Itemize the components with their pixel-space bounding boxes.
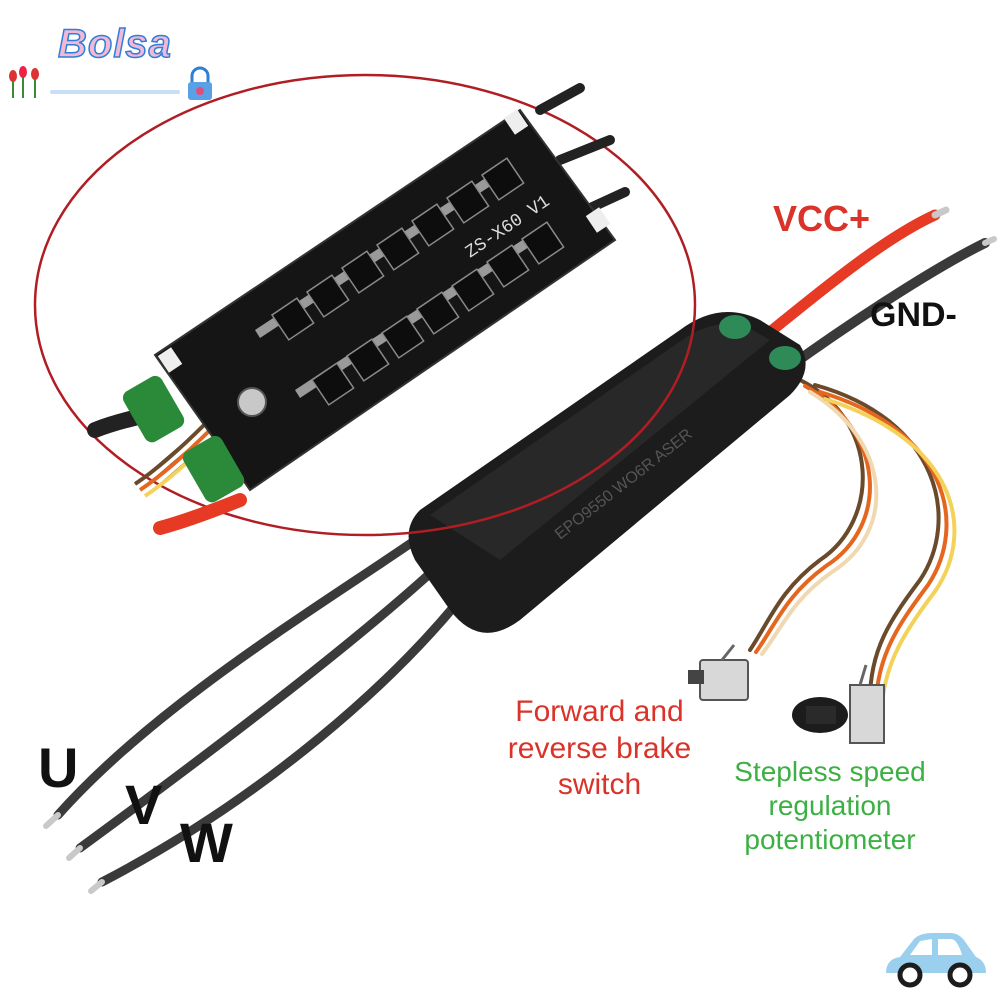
switch-label: Forward and reverse brake switch [492, 694, 707, 804]
speed-potentiometer [792, 664, 885, 744]
brand-name: Bolsa [57, 21, 172, 67]
car-icon [886, 933, 986, 988]
controller-body: EPO9550 WO6R ASER [408, 312, 806, 633]
direction-switch [688, 644, 749, 701]
switch-label-line-1: Forward and [515, 695, 684, 728]
pcb-capacitors [122, 375, 267, 503]
pot-label-line-1: Stepless speed [734, 756, 926, 787]
phase-w-label: W [180, 811, 233, 874]
phase-wires [43, 525, 480, 894]
potentiometer-label: Stepless speed regulation potentiometer [715, 755, 945, 857]
power-wires [754, 206, 997, 375]
highlight-ellipse [33, 73, 697, 537]
tulip-icon [9, 66, 39, 98]
gnd-label: GND- [870, 296, 957, 334]
lock-icon [188, 66, 212, 100]
phase-u-label: U [38, 736, 79, 799]
switch-label-line-2: reverse brake [507, 731, 692, 765]
signal-wires [748, 378, 957, 706]
switch-label-line-3: switch [557, 768, 642, 802]
pot-label-line-3: potentiometer [744, 824, 916, 856]
brand-underline [50, 90, 180, 94]
pot-label-line-2: regulation [768, 790, 892, 822]
phase-v-label: V [125, 773, 163, 836]
pcb-board: ZS-X60 V1 [87, 83, 630, 535]
vcc-label: VCC+ [773, 198, 871, 239]
